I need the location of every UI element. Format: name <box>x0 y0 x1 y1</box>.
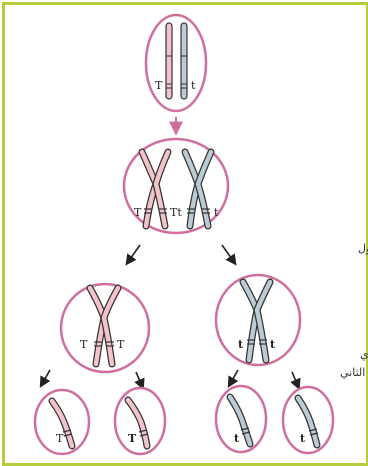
arrow-g2 <box>136 372 142 386</box>
arrow-g4 <box>292 372 298 386</box>
label-d1-left-a: T <box>80 338 88 351</box>
parent-cell: T t <box>146 15 206 111</box>
label-d1-left-b: T <box>117 338 125 351</box>
label-m1-mid: Tt <box>170 206 182 219</box>
daughter-cell-right: t t <box>216 275 300 365</box>
stage-label-meiosis2-line1: الانقسام الميوزي <box>360 348 368 361</box>
gamete-cell-2: T <box>115 388 165 454</box>
parent-chromosome-right <box>181 23 187 99</box>
meiosis1-cell: T Tt t <box>124 139 228 233</box>
gamete-cell-3: t <box>216 386 266 452</box>
label-g2: T <box>128 432 137 445</box>
stage-label-meiosis1: الانقسام الميوزي الأول <box>358 241 368 255</box>
gamete-cell-4: t <box>283 387 333 453</box>
label-parent-right: t <box>191 79 196 92</box>
gamete-cell-1: T <box>35 390 89 454</box>
label-m1-right: t <box>214 206 219 219</box>
parent-chromosome-left <box>166 23 172 99</box>
label-m1-left: T <box>134 206 142 219</box>
arrow-m1-left <box>128 245 140 262</box>
arrow-g3 <box>230 370 238 384</box>
label-g1: T <box>56 432 64 445</box>
daughter-cell-left: T T <box>61 284 149 372</box>
stage-label-meiosis2-line2: الثاني <box>340 366 365 379</box>
arrow-g1 <box>42 370 50 384</box>
label-parent-left: T <box>155 79 163 92</box>
arrow-m1-right <box>222 245 234 262</box>
